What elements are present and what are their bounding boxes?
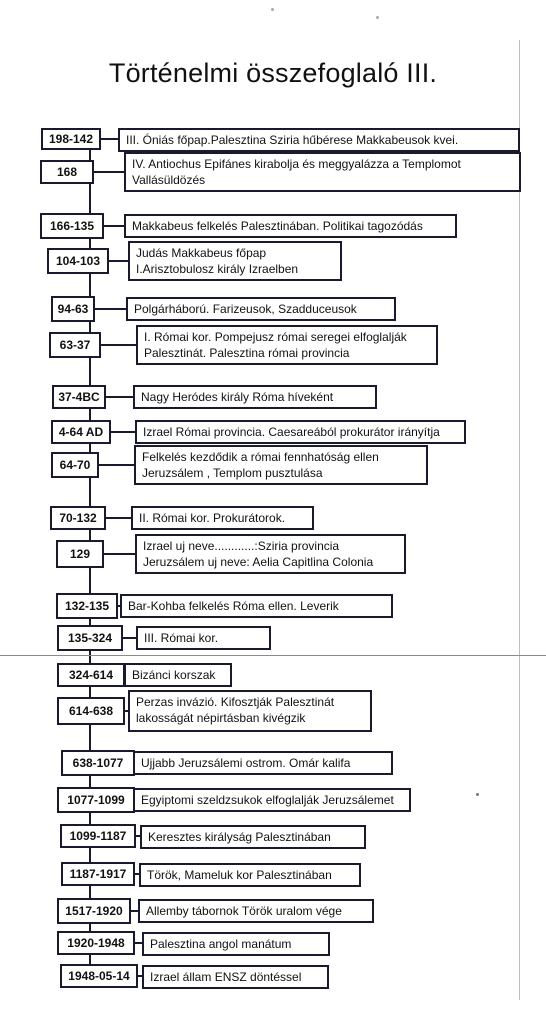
- timeline-date: 638-1077: [61, 750, 135, 776]
- timeline-connector: [138, 975, 142, 977]
- timeline-event-text: lakosságát népirtásban kivégzik: [136, 711, 306, 725]
- timeline-connector: [95, 308, 126, 310]
- timeline-date: 70-132: [50, 506, 106, 530]
- timeline-event: Izrael Római provincia. Caesareából prok…: [135, 420, 466, 444]
- timeline-date: 614-638: [57, 697, 125, 725]
- timeline-event-text: I. Római kor. Pompejusz római seregei el…: [144, 330, 407, 344]
- timeline-event-text: Jeruzsálem , Templom pusztulása: [142, 466, 323, 480]
- timeline-event: IV. Antiochus Epifánes kirabolja és megg…: [124, 152, 521, 192]
- timeline-event-text: Nagy Heródes király Róma híveként: [141, 390, 334, 404]
- timeline-event-text: Keresztes királyság Palesztinában: [148, 830, 331, 844]
- timeline-date: 64-70: [51, 452, 99, 478]
- timeline-connector: [136, 835, 140, 837]
- timeline-event-text: Izrael uj neve............:Sziria provin…: [143, 539, 340, 553]
- timeline-event-text: Palesztina angol manátum: [150, 937, 292, 951]
- timeline-date: 37-4BC: [52, 385, 106, 409]
- timeline-event-text: Bizánci korszak: [132, 668, 216, 682]
- ink-speck: [376, 16, 379, 19]
- timeline-event-text: Judás Makkabeus főpap: [136, 246, 267, 260]
- timeline-event-text: Egyiptomi szeldzsukok elfoglalják Jeruzs…: [141, 793, 394, 807]
- timeline-connector: [101, 344, 136, 346]
- timeline-event: Bar-Kohba felkelés Róma ellen. Leverik: [120, 594, 393, 618]
- timeline-event: Palesztina angol manátum: [142, 932, 330, 956]
- timeline-date: 135-324: [57, 625, 123, 651]
- timeline-date: 94-63: [51, 296, 95, 322]
- timeline-event-text: IV. Antiochus Epifánes kirabolja és megg…: [132, 157, 461, 171]
- timeline-event: Nagy Heródes király Róma híveként: [133, 385, 377, 409]
- timeline-event: Polgárháború. Farizeusok, Szadduceusok: [126, 297, 396, 321]
- timeline-event-text: Felkelés kezdődik a római fennhatóság el…: [142, 450, 379, 464]
- timeline-connector: [109, 260, 128, 262]
- timeline-event: Ujjabb Jeruzsálemi ostrom. Omár kalifa: [133, 751, 393, 775]
- timeline-event-text: Allemby tábornok Török uralom vége: [146, 904, 342, 918]
- timeline-date: 63-37: [49, 332, 101, 358]
- timeline-event-text: Perzas invázió. Kifosztják Palesztinát: [136, 695, 335, 709]
- timeline-event: Izrael állam ENSZ döntéssel: [142, 965, 329, 989]
- timeline-connector: [125, 710, 129, 712]
- page-edge-line: [519, 40, 520, 1000]
- timeline-connector: [111, 431, 135, 433]
- timeline-event-text: Izrael állam ENSZ döntéssel: [150, 970, 302, 984]
- timeline-event-text: III. Római kor.: [144, 631, 219, 645]
- timeline-connector: [123, 637, 136, 639]
- page-title: Történelmi összefoglaló III.: [108, 58, 438, 88]
- timeline-connector: [131, 910, 138, 912]
- timeline-date: 198-142: [41, 128, 101, 150]
- timeline-date: 168: [40, 160, 94, 184]
- timeline-connector: [104, 225, 124, 227]
- timeline-date: 166-135: [40, 213, 104, 239]
- timeline-date: 129: [56, 540, 104, 568]
- timeline-date: 1920-1948: [57, 931, 135, 955]
- timeline-date: 324-614: [57, 663, 125, 687]
- timeline-event-text: Izrael Római provincia. Caesareából prok…: [143, 425, 440, 439]
- timeline-date: 1187-1917: [61, 862, 135, 886]
- timeline-event: Perzas invázió. Kifosztják Palesztinát la…: [128, 690, 372, 732]
- timeline-event-text: Palesztinát. Palesztina római provincia: [144, 346, 350, 360]
- timeline-event: Keresztes királyság Palesztinában: [140, 825, 366, 849]
- timeline-event: III. Óniás főpap.Palesztina Sziria hűbér…: [118, 128, 520, 152]
- timeline-event: I. Római kor. Pompejusz római seregei el…: [136, 325, 438, 365]
- timeline-event: III. Római kor.: [136, 626, 271, 650]
- timeline-connector: [135, 873, 139, 875]
- timeline-connector: [99, 464, 134, 466]
- timeline-event-text: I.Arisztobulosz király Izraelben: [136, 262, 299, 276]
- timeline-event: Allemby tábornok Török uralom vége: [138, 899, 374, 923]
- timeline-event: Egyiptomi szeldzsukok elfoglalják Jeruzs…: [133, 788, 411, 812]
- timeline-event: Török, Mameluk kor Palesztinában: [139, 863, 361, 887]
- timeline-event-text: Makkabeus felkelés Palesztinában. Politi…: [132, 219, 423, 233]
- timeline-event: Makkabeus felkelés Palesztinában. Politi…: [124, 214, 457, 238]
- timeline-event-text: Jeruzsálem uj neve: Aelia Capitlina Colo…: [143, 555, 374, 569]
- section-divider-line: [0, 655, 546, 656]
- timeline-date: 4-64 AD: [51, 420, 111, 444]
- timeline-event-text: Török, Mameluk kor Palesztinában: [147, 868, 332, 882]
- timeline-date: 1099-1187: [60, 824, 136, 848]
- timeline-event-text: III. Óniás főpap.Palesztina Sziria hűbér…: [126, 133, 459, 147]
- timeline-connector: [106, 517, 131, 519]
- timeline-date: 1517-1920: [57, 898, 131, 924]
- ink-speck: [271, 8, 274, 11]
- timeline-date: 104-103: [47, 248, 109, 274]
- timeline-event: II. Római kor. Prokurátorok.: [131, 506, 314, 530]
- timeline-connector: [104, 553, 135, 555]
- timeline-event-text: Vallásüldözés: [132, 173, 206, 187]
- timeline-event-text: II. Római kor. Prokurátorok.: [139, 511, 286, 525]
- timeline-event-text: Ujjabb Jeruzsálemi ostrom. Omár kalifa: [141, 756, 351, 770]
- timeline-connector: [101, 138, 118, 140]
- timeline-date: 1077-1099: [57, 787, 135, 813]
- timeline-event: Felkelés kezdődik a római fennhatóság el…: [134, 445, 428, 485]
- timeline-connector: [135, 942, 142, 944]
- timeline-connector: [94, 171, 124, 173]
- timeline-date: 132-135: [56, 593, 118, 619]
- timeline-date: 1948-05-14: [60, 964, 138, 988]
- timeline-event: Izrael uj neve............:Sziria provin…: [135, 534, 406, 574]
- timeline-connector: [106, 396, 133, 398]
- timeline-event-text: Bar-Kohba felkelés Róma ellen. Leverik: [128, 599, 339, 613]
- timeline-event-text: Polgárháború. Farizeusok, Szadduceusok: [134, 302, 357, 316]
- ink-speck: [476, 793, 479, 796]
- timeline-event: Bizánci korszak: [124, 663, 232, 687]
